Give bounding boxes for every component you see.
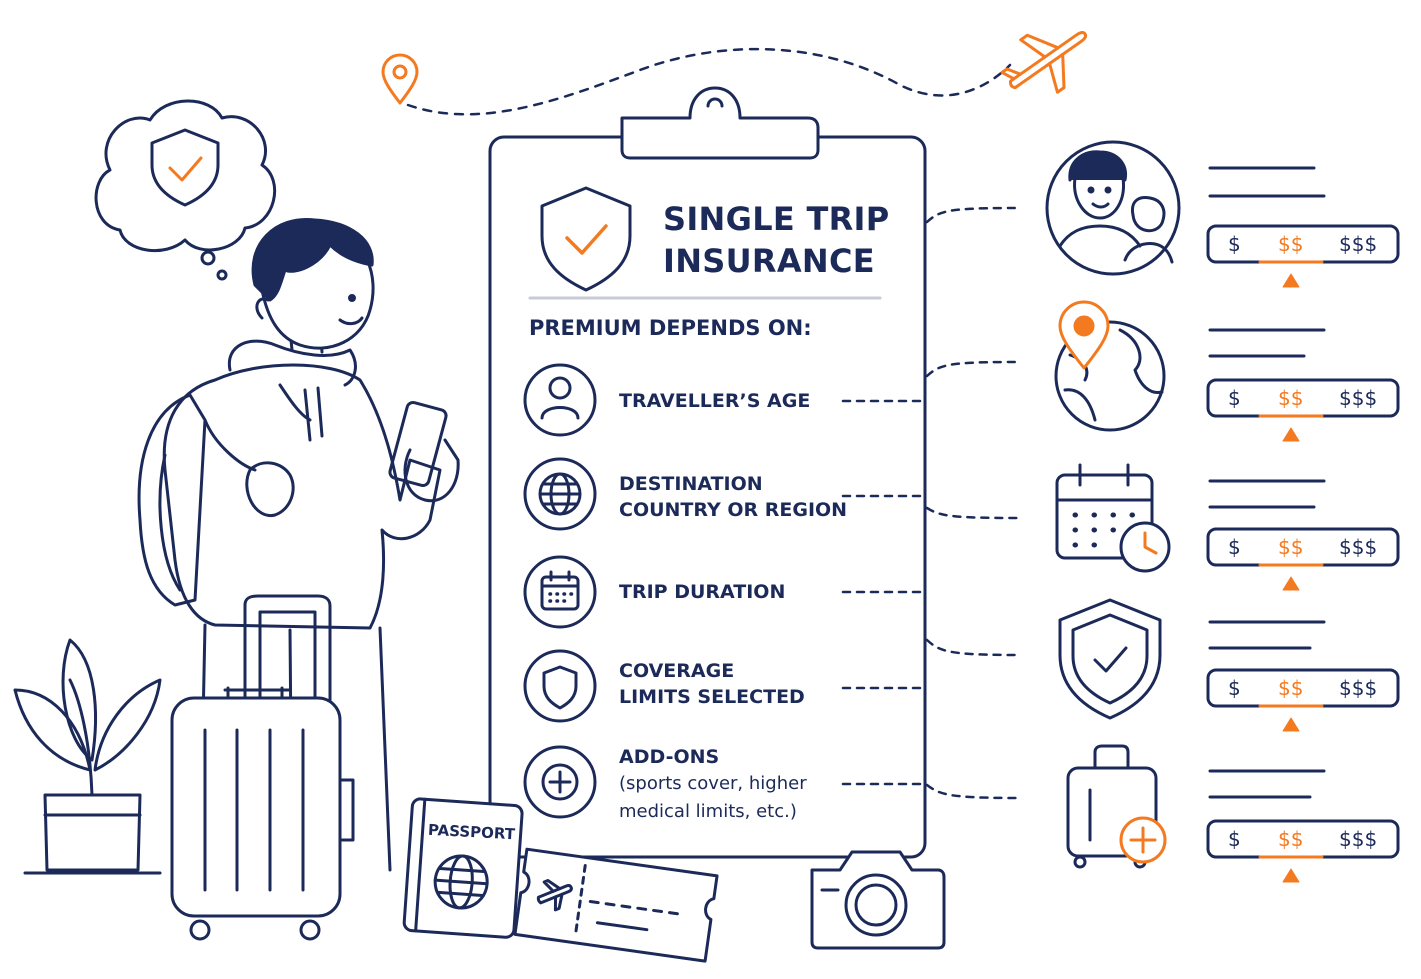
shield-check-icon [1058,598,1162,720]
flight-path [406,47,1012,116]
shield-check-icon [150,128,220,207]
calendar-clock-icon [1055,463,1171,573]
potted-plant [13,638,162,872]
price-scale-coverage: $$$$$$ [1228,676,1378,700]
clipboard [488,86,927,859]
family-icon [1045,140,1181,276]
price-scales [1206,166,1400,883]
factor-destination: DESTINATION COUNTRY OR REGION [619,473,848,521]
airplane-icon [1000,31,1088,94]
price-scale-row [1206,328,1400,442]
price-scale-row [1206,769,1400,883]
price-scale-age: $$$$$$ [1228,232,1378,256]
traveller-figure [137,217,460,872]
premium-subheading: PREMIUM DEPENDS ON: [529,316,812,340]
airplane-icon [536,879,573,912]
globe-location-icon [1054,300,1166,432]
location-pin-icon [381,53,419,105]
globe-icon [523,457,597,531]
price-scale-row [1206,479,1400,591]
suitcase [170,594,355,941]
add-ons-note: medical limits, etc.) [619,801,797,822]
add-ons-note: (sports cover, higher [619,773,807,794]
luggage-plus-icon [1066,744,1167,869]
plus-icon [523,745,597,819]
factor-trip-duration: TRIP DURATION [619,581,786,603]
passport [402,797,524,939]
shield-check-icon [540,186,632,292]
shield-icon [523,649,597,723]
factor-travellers-age: TRAVELLER’S AGE [619,390,811,412]
person-icon [523,363,597,437]
boarding-ticket [513,847,719,963]
thought-bubble [94,99,277,281]
price-scale-add-ons: $$$$$$ [1228,827,1378,851]
factor-add-ons: ADD-ONS (sports cover, higher medical li… [619,744,807,826]
price-scale-row [1206,166,1400,288]
connector-lines [841,206,1022,800]
price-scale-row [1206,620,1400,732]
calendar-icon [523,555,597,629]
factor-coverage-limits: COVERAGE LIMITS SELECTED [619,660,805,708]
page-title: SINGLE TRIP INSURANCE [663,200,890,280]
price-scale-duration: $$$$$$ [1228,535,1378,559]
camera [810,850,946,950]
price-scale-destination: $$$$$$ [1228,386,1378,410]
